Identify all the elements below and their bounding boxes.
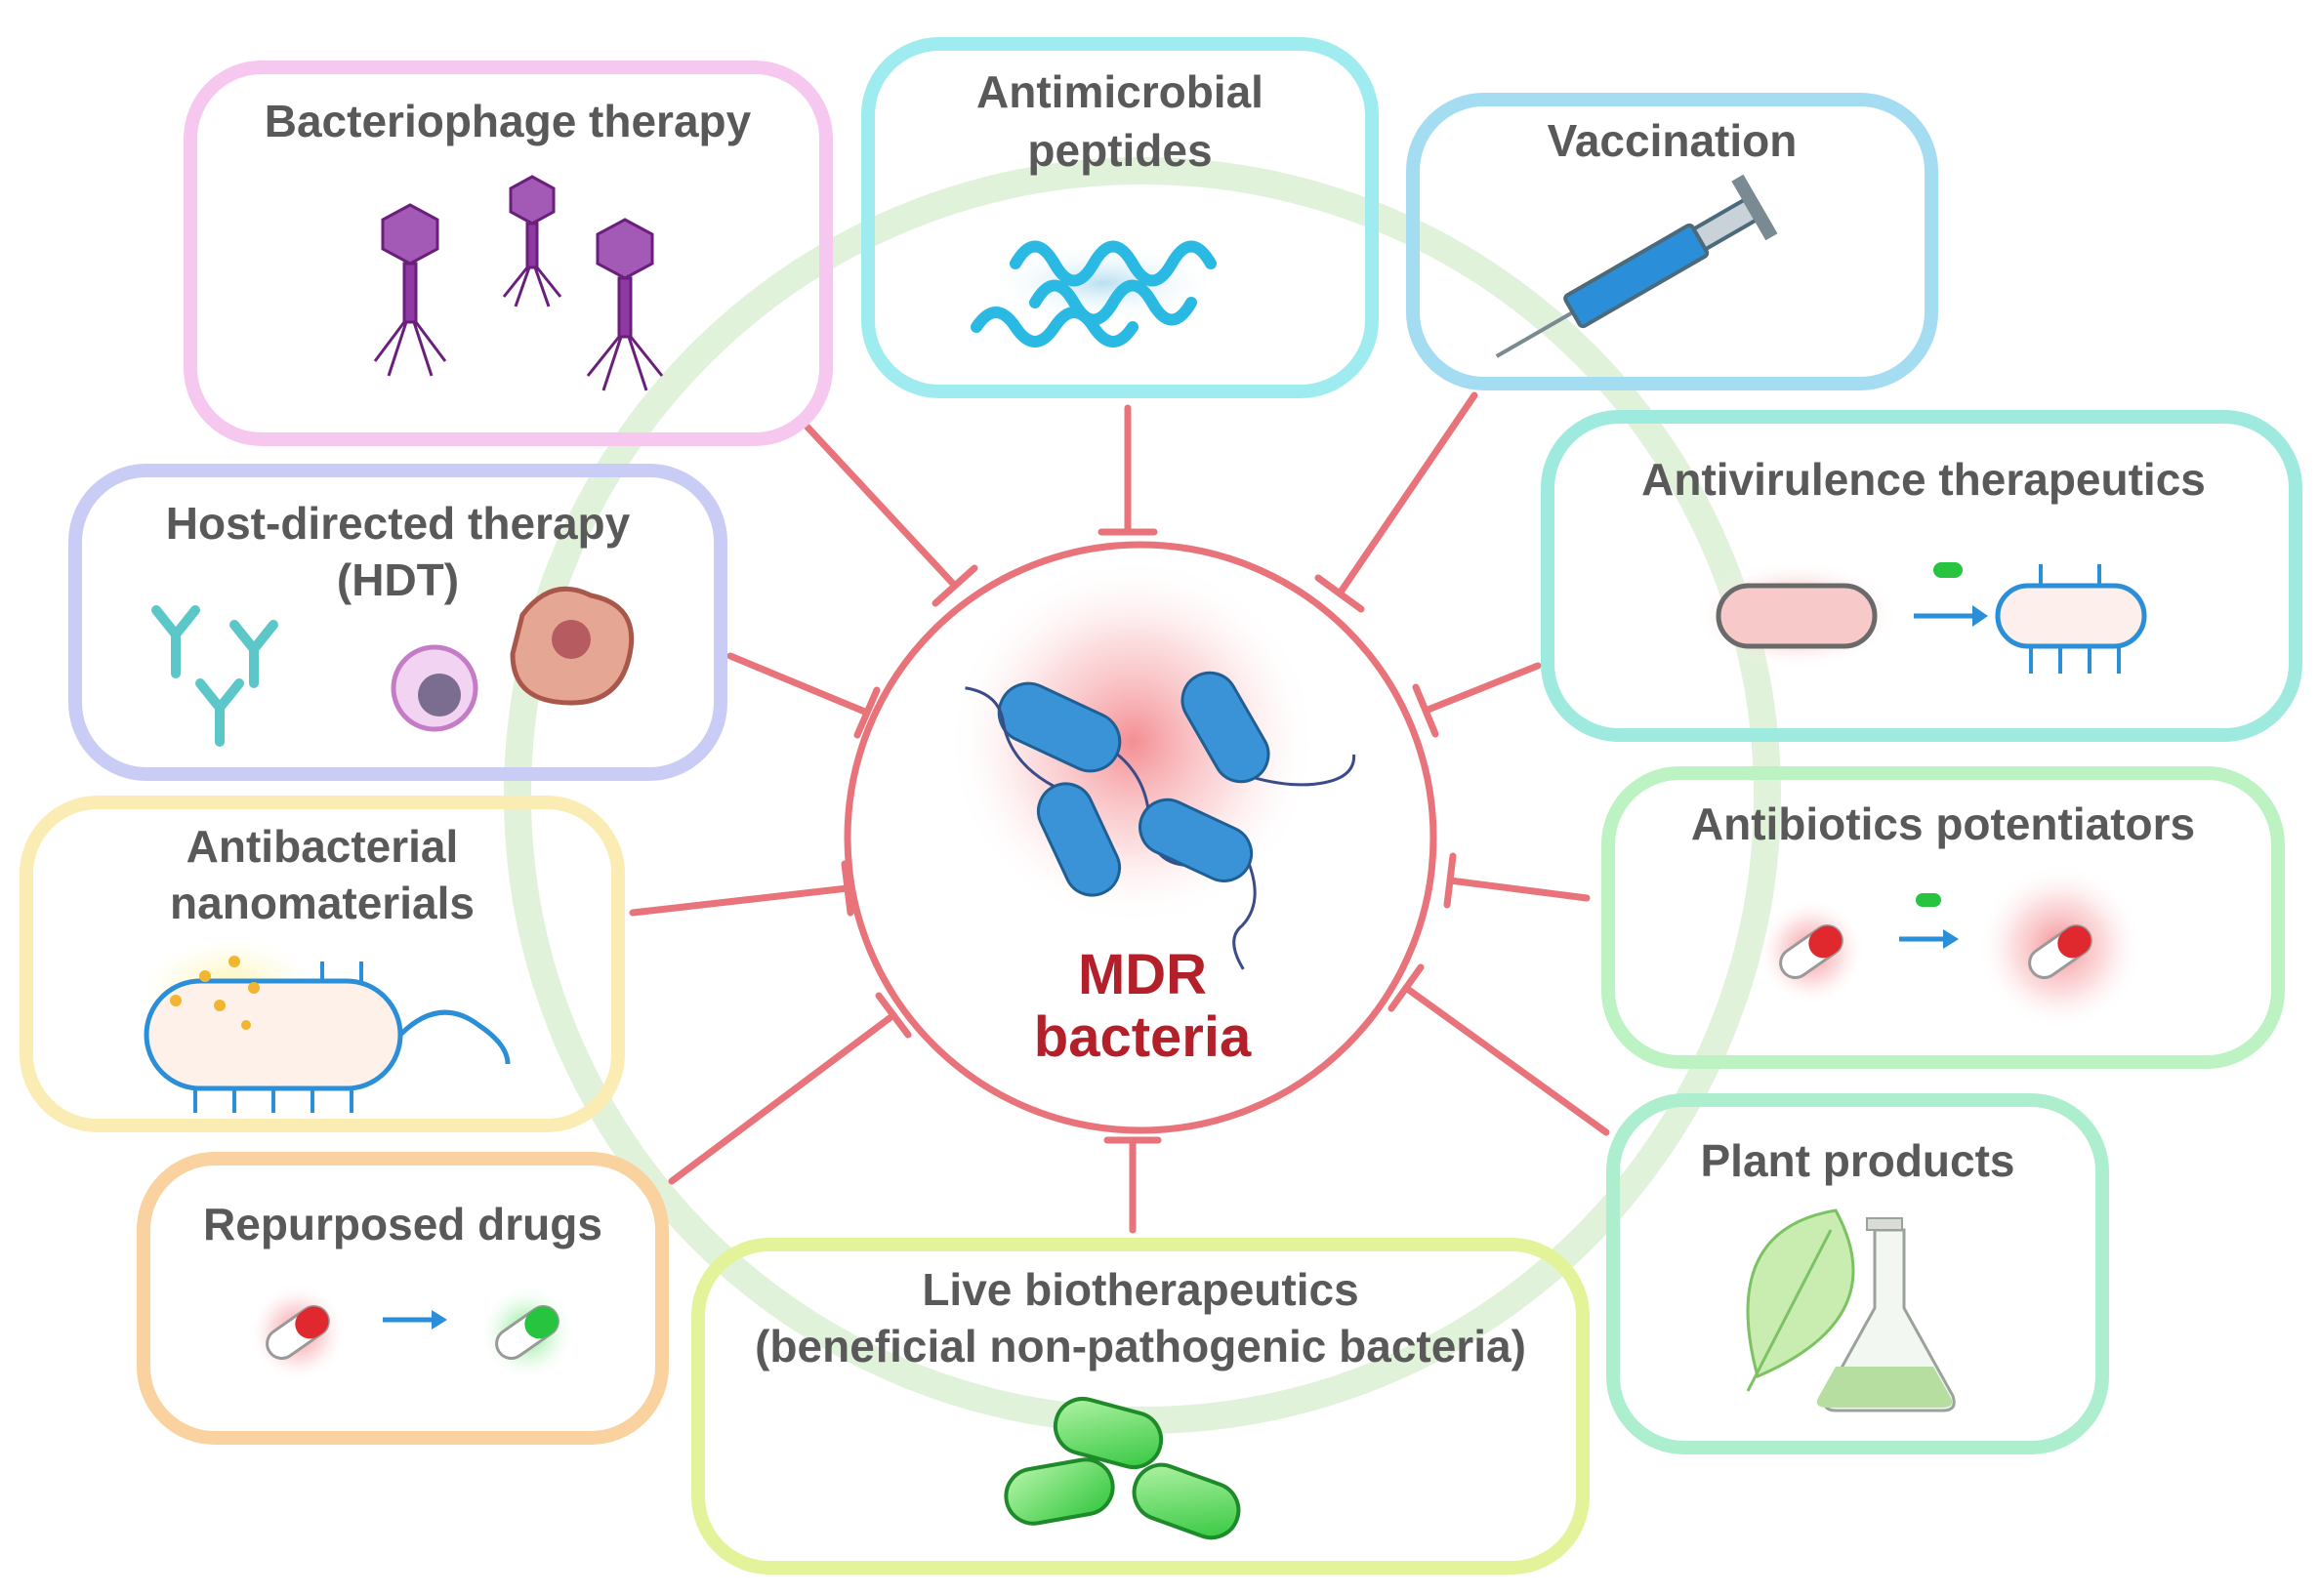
leaf-icon — [1746, 1208, 1855, 1392]
potentiator-pills-icon — [1758, 864, 2143, 1030]
nanomaterials-box — [20, 796, 625, 1132]
live-bio-box — [691, 1238, 1590, 1575]
mdr-label-line1: MDR — [1077, 943, 1208, 1006]
host-directed-label-line1: Host-directed therapy — [165, 498, 631, 549]
flask-icon — [1816, 1217, 1956, 1412]
plant-label: Plant products — [1700, 1135, 2015, 1186]
antivirulence-label: Antivirulence therapeutics — [1641, 454, 2206, 505]
mdr-center-circle — [844, 541, 1437, 1134]
peptides-box — [861, 37, 1379, 398]
antivirulence-bacteria-icon — [1694, 561, 2147, 674]
vaccination-label: Vaccination — [1547, 115, 1798, 166]
live-bio-label-line2: (beneficial non-pathogenic bacteria) — [755, 1321, 1526, 1371]
mdr-label-line2: bacteria — [1033, 1005, 1252, 1069]
repurposed-pills-icon — [249, 1284, 576, 1381]
peptides-label-line2: peptides — [1027, 125, 1213, 176]
beneficial-bacteria-icon — [1004, 1397, 1241, 1540]
bacteriophage-label: Bacteriophage therapy — [264, 96, 752, 146]
syringe-icon — [1495, 174, 1778, 358]
nanomaterials-label-line1: Antibacterial — [186, 821, 459, 872]
inhibitor-lines — [629, 391, 1610, 1234]
potentiators-label: Antibiotics potentiators — [1690, 798, 2196, 849]
immune-cell-icon — [391, 586, 635, 732]
mdr-bacteria-icon — [965, 671, 1356, 970]
live-bio-label-line1: Live biotherapeutics — [922, 1264, 1359, 1315]
plant-box — [1606, 1093, 2109, 1454]
vaccination-box — [1406, 93, 1938, 390]
peptide-helix-icon — [971, 240, 1221, 348]
nanomaterials-label-line2: nanomaterials — [170, 878, 475, 928]
repurposed-label: Repurposed drugs — [203, 1199, 602, 1249]
host-directed-box — [68, 464, 727, 781]
potentiators-box — [1601, 766, 2285, 1069]
repurposed-box — [137, 1152, 669, 1445]
peptides-label-line1: Antimicrobial — [976, 66, 1263, 117]
host-directed-label-line2: (HDT) — [336, 554, 460, 605]
bacteriophage-box — [184, 61, 833, 446]
nanoparticle-bacterium-icon — [142, 937, 511, 1113]
antibody-icon — [151, 605, 278, 747]
antivirulence-box — [1541, 410, 2302, 742]
bacteriophage-icon — [373, 175, 664, 391]
